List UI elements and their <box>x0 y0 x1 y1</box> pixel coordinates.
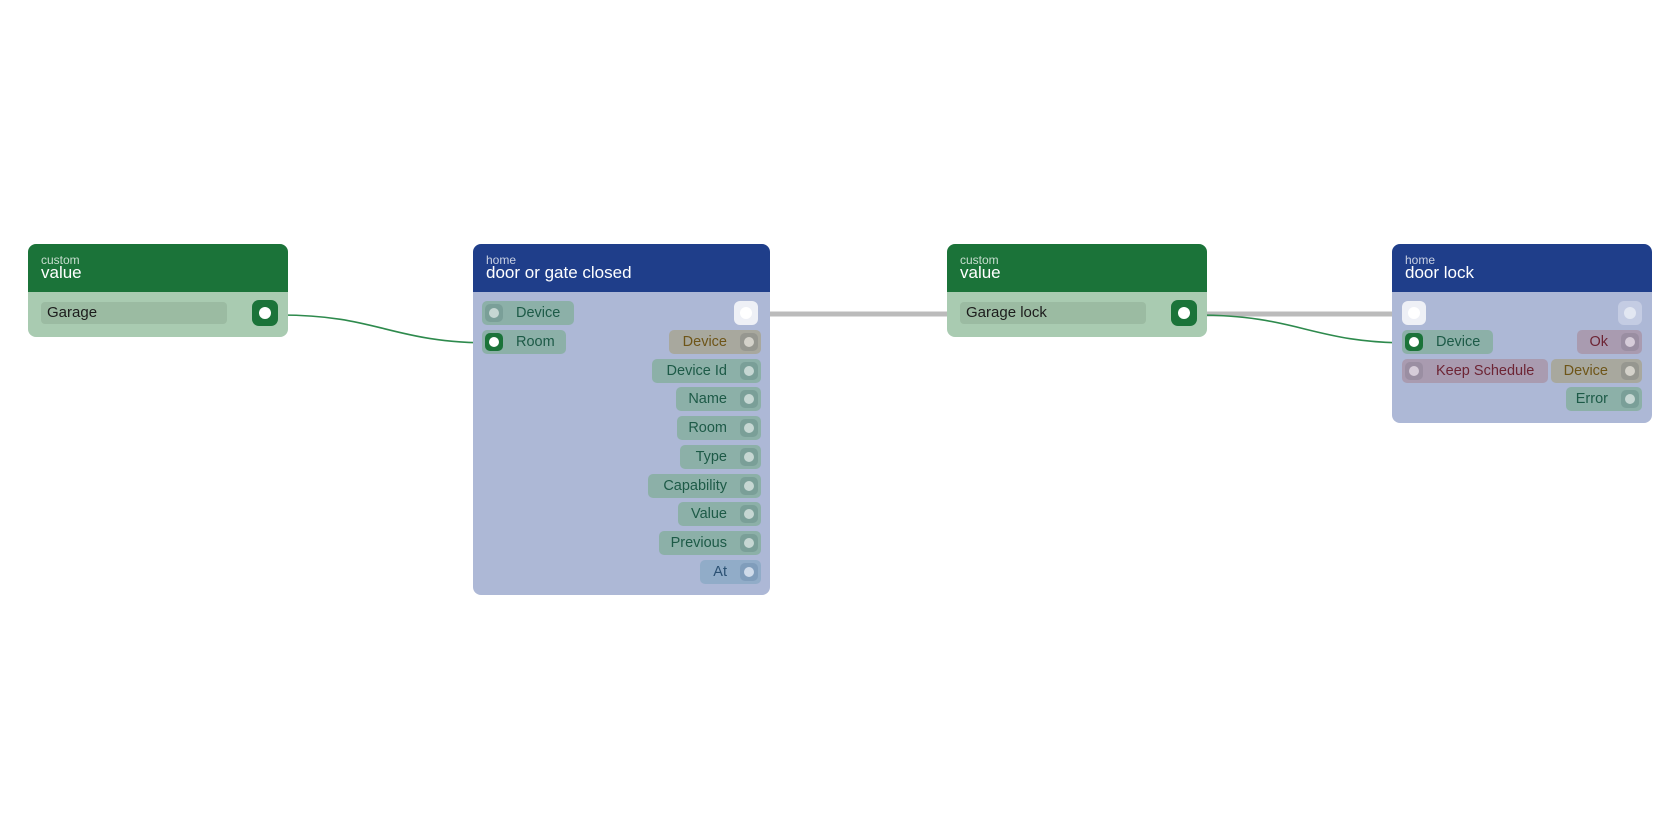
node-category: home <box>486 253 517 267</box>
flow-input-socket[interactable] <box>1402 301 1426 325</box>
node-category: home <box>1405 253 1436 267</box>
output-socket[interactable] <box>740 390 758 408</box>
output-label: Room <box>688 420 727 436</box>
input-label: Keep Schedule <box>1436 363 1535 379</box>
node-title: value <box>41 263 82 282</box>
flow-output-socket[interactable] <box>734 301 758 325</box>
node-title: door or gate closed <box>486 263 632 282</box>
output-device[interactable]: Device <box>1551 359 1642 383</box>
value-node-garage-lock[interactable]: custom value Garage lock <box>947 244 1207 337</box>
output-label: Name <box>688 391 727 407</box>
output-socket[interactable] <box>740 333 758 351</box>
output-socket[interactable] <box>1621 362 1639 380</box>
output-socket[interactable] <box>740 419 758 437</box>
flow-output-socket[interactable] <box>1618 301 1642 325</box>
output-label: Error <box>1575 391 1608 407</box>
node-header[interactable]: home door lock <box>1392 244 1652 292</box>
output-label: Type <box>695 449 727 465</box>
node-header[interactable]: custom value <box>947 244 1207 292</box>
output-socket[interactable] <box>740 448 758 466</box>
output-room[interactable]: Room <box>677 416 761 440</box>
output-label: At <box>713 564 727 580</box>
data-wire-garage-to-room <box>279 314 495 344</box>
output-socket[interactable] <box>740 505 758 523</box>
input-socket[interactable] <box>1405 362 1423 380</box>
input-device[interactable]: Device <box>1402 330 1493 354</box>
output-value[interactable]: Value <box>678 502 761 526</box>
output-label: Previous <box>670 535 727 551</box>
output-label: Capability <box>663 478 727 494</box>
output-at[interactable]: At <box>700 560 761 584</box>
output-ok[interactable]: Ok <box>1577 330 1642 354</box>
input-room[interactable]: Room <box>482 330 566 354</box>
output-socket[interactable] <box>740 534 758 552</box>
input-label: Device <box>516 305 561 321</box>
input-label: Room <box>516 334 555 350</box>
node-title: value <box>960 263 1001 282</box>
output-label: Device <box>1563 363 1608 379</box>
value-text: Garage <box>47 304 98 321</box>
node-header[interactable]: home door or gate closed <box>473 244 770 292</box>
input-socket[interactable] <box>1405 333 1423 351</box>
output-error[interactable]: Error <box>1566 387 1642 411</box>
input-socket[interactable] <box>485 304 503 322</box>
value-node-garage[interactable]: custom value Garage <box>28 244 288 337</box>
output-socket[interactable] <box>1621 390 1639 408</box>
output-capability[interactable]: Capability <box>648 474 761 498</box>
node-category: custom <box>41 253 80 267</box>
data-wire-garage-lock-to-device <box>1195 314 1413 344</box>
value-input[interactable]: Garage lock <box>960 302 1146 324</box>
door-or-gate-closed-node[interactable]: home door or gate closed Device Room Dev… <box>473 244 770 595</box>
output-label: Value <box>690 506 727 522</box>
input-device[interactable]: Device <box>482 301 574 325</box>
output-name[interactable]: Name <box>676 387 761 411</box>
output-socket[interactable] <box>1621 333 1639 351</box>
output-label: Device Id <box>666 363 727 379</box>
value-output-socket[interactable] <box>252 300 278 326</box>
output-socket[interactable] <box>740 362 758 380</box>
output-device-id[interactable]: Device Id <box>652 359 761 383</box>
output-previous[interactable]: Previous <box>659 531 761 555</box>
output-device[interactable]: Device <box>669 330 761 354</box>
output-socket[interactable] <box>740 477 758 495</box>
node-category: custom <box>960 253 999 267</box>
value-output-socket[interactable] <box>1171 300 1197 326</box>
node-header[interactable]: custom value <box>28 244 288 292</box>
value-text: Garage lock <box>966 304 1047 321</box>
input-label: Device <box>1436 334 1481 350</box>
output-socket[interactable] <box>740 563 758 581</box>
value-input[interactable]: Garage <box>41 302 227 324</box>
output-type[interactable]: Type <box>680 445 761 469</box>
input-socket[interactable] <box>485 333 503 351</box>
node-title: door lock <box>1405 263 1474 282</box>
output-label: Device <box>682 334 727 350</box>
input-keep-schedule[interactable]: Keep Schedule <box>1402 359 1548 383</box>
door-lock-node[interactable]: home door lock Device Keep Schedule Ok D… <box>1392 244 1652 423</box>
output-label: Ok <box>1589 334 1608 350</box>
